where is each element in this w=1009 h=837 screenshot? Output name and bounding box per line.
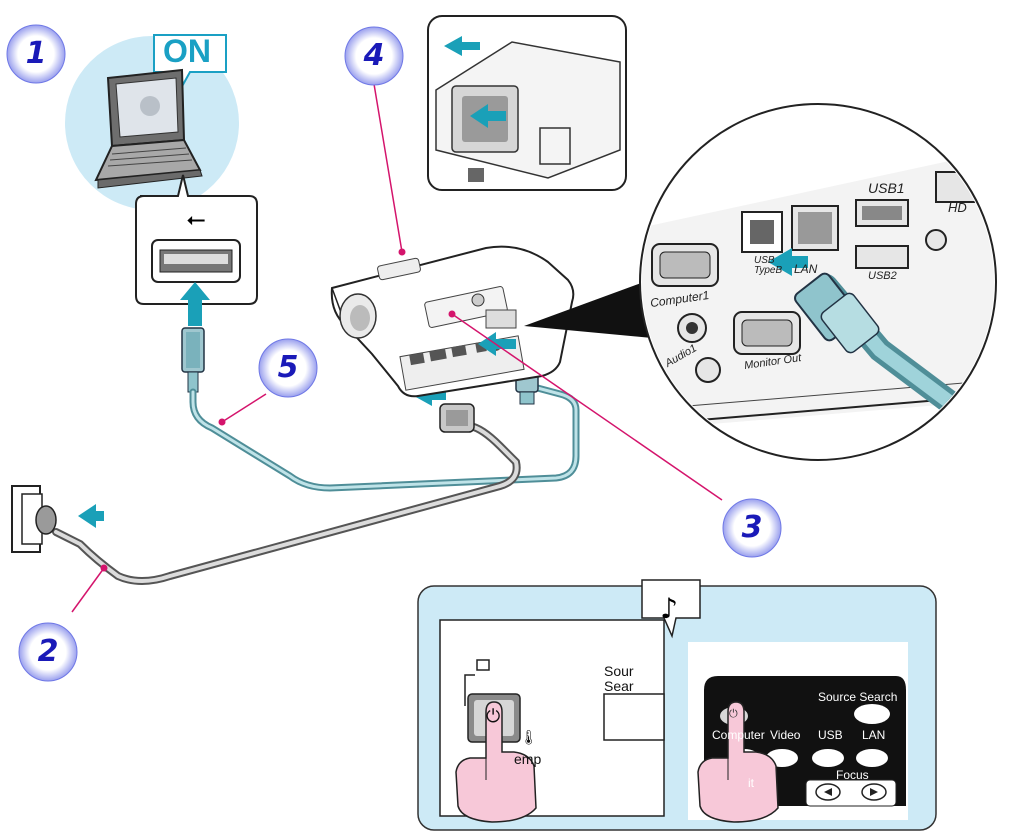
remote-label-usb: USB xyxy=(818,728,843,742)
arrow-left-icon xyxy=(78,504,104,528)
step-number-3: 3 xyxy=(741,510,763,545)
port-label-lan: LAN xyxy=(794,262,818,276)
remote-label-source-search: Source Search xyxy=(818,690,898,704)
step-number-1: 1 xyxy=(25,36,47,71)
step-number-2: 2 xyxy=(37,634,59,669)
usb-a-plug xyxy=(181,327,205,393)
arrow-left-icon xyxy=(414,386,446,406)
remote-label-focus: Focus xyxy=(836,768,869,782)
power-plug xyxy=(439,403,475,433)
step-badge-4 xyxy=(344,26,404,86)
wall-outlet xyxy=(11,485,57,553)
music-note-icon: ♪ xyxy=(660,592,678,625)
magnified-port-view xyxy=(639,103,997,461)
power-icon: ⏻ xyxy=(729,707,738,720)
thermometer-icon: 🌡 xyxy=(520,730,538,746)
port-label-usb-typeb: USB TypeB xyxy=(754,255,783,276)
arrow-up-icon xyxy=(180,282,210,326)
callout-lines xyxy=(71,83,723,613)
lens-cover-callout xyxy=(427,15,627,191)
power-button-panel xyxy=(417,579,937,831)
remote-label-edit: it xyxy=(748,776,754,790)
panel-label-source-search: Sour Sear xyxy=(604,663,634,694)
step-number-4: 4 xyxy=(363,38,385,73)
remote-label-video: Video xyxy=(770,728,801,742)
usb-symbol-icon: ⭠ xyxy=(186,205,206,233)
on-label: ON xyxy=(163,33,211,69)
remote-label-computer: Computer xyxy=(712,728,765,742)
step-badge-5 xyxy=(258,338,318,398)
port-label-hdmi: HD xyxy=(948,200,967,215)
remote-label-lan: LAN xyxy=(862,728,886,742)
pointing-hand-icon xyxy=(697,701,779,823)
step-number-5: 5 xyxy=(277,350,299,385)
arrow-left-icon xyxy=(768,248,808,276)
power-icon: ⏻ xyxy=(486,706,501,727)
usb-port-callout xyxy=(135,174,258,305)
step-badge-1 xyxy=(6,24,66,84)
power-cable xyxy=(52,422,521,585)
step-badge-2 xyxy=(18,622,78,682)
laptop-illustration xyxy=(65,34,239,210)
port-label-usb1: USB1 xyxy=(868,180,905,196)
panel-label-temp: emp xyxy=(514,751,542,767)
magnify-pointer xyxy=(524,282,652,338)
port-label-usb2: USB2 xyxy=(868,270,897,282)
step-badge-3 xyxy=(722,498,782,558)
pointing-hand-icon xyxy=(455,701,537,823)
